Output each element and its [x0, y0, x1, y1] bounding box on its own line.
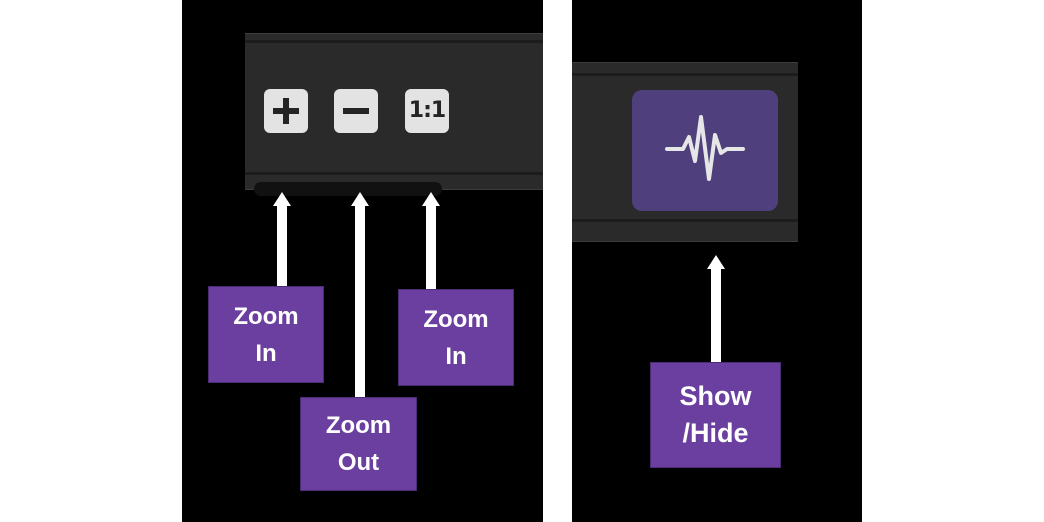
- waveform-toolbar: [572, 62, 798, 242]
- minus-icon: [341, 96, 371, 126]
- zoom-toolbar: 1:1: [245, 33, 543, 190]
- show-hide-arrow: [707, 255, 725, 365]
- zoom-out-label: Zoom Out: [300, 397, 417, 491]
- waveform-panel: Show /Hide: [572, 0, 862, 522]
- toolbar-bottom-edge: [245, 172, 543, 175]
- one-to-one-icon: 1:1: [408, 98, 446, 123]
- zoom-out-button[interactable]: [334, 89, 378, 133]
- plus-icon: [271, 96, 301, 126]
- actual-size-label: Zoom In: [398, 289, 514, 386]
- waveform-icon: [665, 113, 745, 188]
- zoom-controls-panel: 1:1 Zoom In Zoom Out Zoom In: [182, 0, 543, 522]
- show-hide-label: Show /Hide: [650, 362, 781, 468]
- toolbar-bottom-edge: [572, 219, 798, 222]
- zoom-in-button[interactable]: [264, 89, 308, 133]
- toolbar-top-edge: [245, 40, 543, 43]
- zoom-out-arrow: [351, 192, 369, 398]
- actual-size-button[interactable]: 1:1: [405, 89, 449, 133]
- toolbar-top-edge: [572, 73, 798, 76]
- waveform-toggle-button[interactable]: [632, 90, 778, 211]
- zoom-in-label: Zoom In: [208, 286, 324, 383]
- zoom-in-arrow: [273, 192, 291, 288]
- toolbar-shadow: [254, 182, 442, 196]
- actual-size-arrow: [422, 192, 440, 290]
